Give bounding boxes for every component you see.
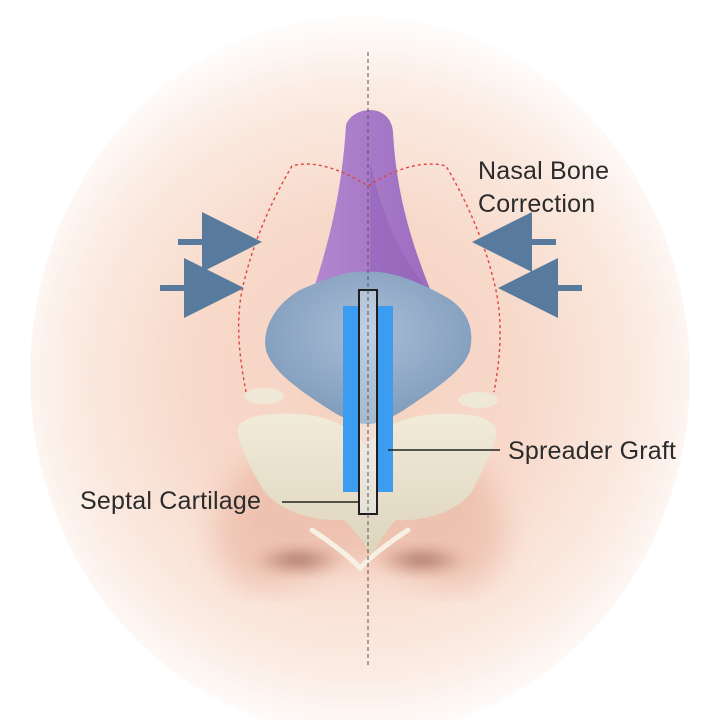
septal-cartilage-label: Septal Cartilage (80, 487, 262, 515)
nasal-bone-correction-line-1: Nasal Bone (478, 157, 610, 185)
spreader-graft-label: Spreader Graft (508, 437, 677, 465)
spreader-graft-left (343, 306, 359, 492)
lower-lateral-cartilage (237, 413, 497, 555)
left-sesamoid-cartilage (244, 388, 284, 404)
left-nostril (246, 544, 350, 576)
nasal-bone-correction-outline (237, 163, 501, 393)
right-nostril (370, 544, 474, 576)
nasal-bone-correction-label: Nasal Bone Correction (478, 155, 609, 221)
spreader-graft-right (377, 306, 393, 492)
nasal-bone-right-shade (370, 160, 432, 294)
right-sesamoid-cartilage (458, 392, 498, 408)
medial-crura (309, 527, 411, 572)
nasal-bone-correction-line-2: Correction (478, 190, 596, 218)
